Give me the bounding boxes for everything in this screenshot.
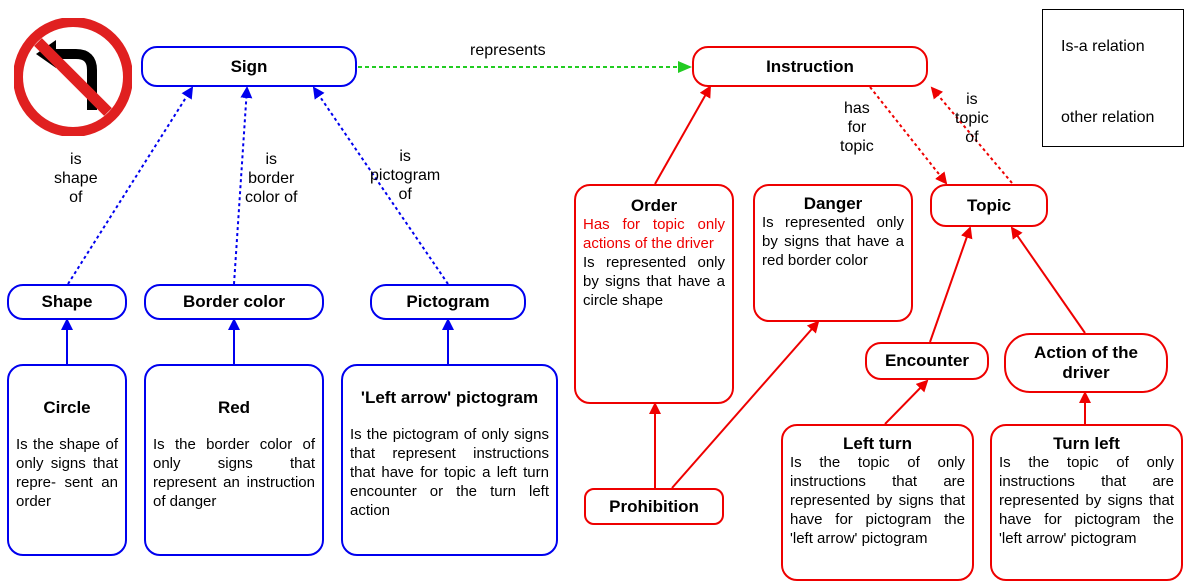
node-shape: Shape (7, 284, 127, 320)
node-turn-left: Turn left Is the topic of only instructi… (990, 424, 1183, 581)
edge-encounter-topic (929, 226, 973, 343)
node-left-turn-desc: Is the topic of only instructions that a… (790, 454, 965, 547)
node-action-of-driver: Action of the driver (1004, 333, 1168, 393)
node-left-arrow-desc: Is the pictogram of only signs that repr… (350, 426, 549, 519)
label-has-for-topic: has for topic (840, 100, 874, 155)
edge-instruction-topic (869, 86, 948, 185)
edge-leftturn-encounter (884, 379, 929, 425)
node-turn-left-desc: Is the topic of only instructions that a… (999, 454, 1174, 547)
node-left-turn: Left turn Is the topic of only instructi… (781, 424, 974, 581)
node-sign: Sign (141, 46, 357, 87)
label-is-topic-of: is topic of (955, 91, 989, 146)
no-left-turn-sign-icon (14, 18, 132, 136)
node-circle-title: Circle (43, 398, 91, 417)
label-represents: represents (470, 42, 546, 59)
label-is-border-color-of: is border color of (245, 151, 298, 206)
node-danger-desc: Is represented only by signs that have a… (762, 214, 904, 269)
node-order-title: Order (630, 196, 678, 215)
node-left-arrow-pictogram: 'Left arrow' pictogram Is the pictogram … (341, 364, 558, 556)
legend-other-label: other relation (1061, 109, 1155, 126)
node-border-color: Border color (144, 284, 324, 320)
node-red: Red Is the border color of only signs th… (144, 364, 324, 556)
edge-topic-instruction (930, 86, 1013, 184)
node-red-desc: Is the border color of only signs that r… (153, 436, 315, 510)
node-prohibition: Prohibition (584, 488, 724, 525)
node-circle-desc: Is the shape of only signs that repre- s… (16, 436, 118, 510)
node-circle: Circle Is the shape of only signs that r… (7, 364, 127, 556)
legend: Is-a relation other relation (1042, 9, 1184, 147)
node-order: Order Has for topic only actions of the … (574, 184, 734, 404)
node-instruction: Instruction (692, 46, 928, 87)
edge-action-topic (1010, 226, 1086, 334)
label-is-pictogram-of: is pictogram of (370, 148, 441, 203)
label-is-shape-of: is shape of (54, 151, 98, 206)
node-order-desc: Is represented only by signs that have a… (583, 254, 725, 309)
edge-shape-sign (67, 86, 194, 285)
node-encounter: Encounter (865, 342, 989, 380)
node-danger-title: Danger (803, 194, 863, 213)
node-turn-left-title: Turn left (1053, 434, 1120, 453)
node-danger: Danger Is represented only by signs that… (753, 184, 913, 322)
edge-border-sign (233, 86, 253, 285)
legend-isa-label: Is-a relation (1061, 38, 1145, 55)
node-left-arrow-title: 'Left arrow' pictogram (360, 388, 539, 407)
edge-prohibition-danger (671, 320, 820, 489)
node-pictogram: Pictogram (370, 284, 526, 320)
node-red-title: Red (217, 398, 251, 417)
node-topic: Topic (930, 184, 1048, 227)
edge-order-instruction (654, 85, 711, 185)
node-order-red-desc: Has for topic only actions of the driver (583, 216, 725, 252)
node-left-turn-title: Left turn (843, 434, 912, 453)
